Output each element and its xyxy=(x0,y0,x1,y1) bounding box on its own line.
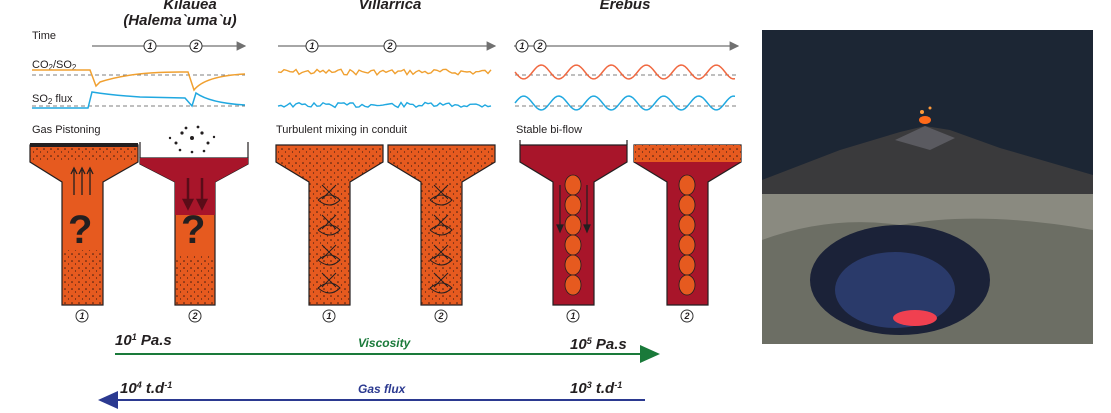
viscosity-label: Viscosity xyxy=(358,336,411,350)
erebus-mechanism: Stable bi-flow xyxy=(516,124,583,136)
so2-flux-sub: 2 xyxy=(47,97,53,106)
villarrica-title: Villarrica xyxy=(358,0,422,13)
gas-slug xyxy=(564,174,582,196)
marker-number: 1 xyxy=(519,41,525,51)
viscosity-right: 105 Pa.s xyxy=(570,336,627,353)
marker-number: 1 xyxy=(79,311,85,321)
marker-number: 1 xyxy=(309,41,315,51)
marker-number: 2 xyxy=(192,311,198,321)
erebus-conduit-1 xyxy=(519,140,628,306)
so2-flux-rest: flux xyxy=(52,93,73,105)
gas-slug xyxy=(678,254,696,276)
co2-so2-row-label: CO2/SO2 xyxy=(32,59,76,72)
villarrica-conduit-1 xyxy=(275,144,384,306)
marker-number: 1 xyxy=(570,311,576,321)
kilauea-so2-trace xyxy=(32,91,246,109)
reference-dashes xyxy=(32,74,738,107)
gas-slug xyxy=(564,234,582,256)
villarrica-conduit-2 xyxy=(387,144,496,306)
conduit-markers xyxy=(75,309,694,323)
erebus-co2-trace xyxy=(514,64,736,80)
marker-number: 2 xyxy=(684,311,690,321)
gas-slug xyxy=(564,214,582,236)
gas-slug xyxy=(678,194,696,216)
marker-number: 1 xyxy=(147,41,153,51)
kilauea-subtitle: (Halema`uma`u) xyxy=(123,12,237,29)
gas-slug xyxy=(678,174,696,196)
kilauea-conduit-1 xyxy=(29,143,139,306)
gas-slug xyxy=(678,274,696,296)
gas-slug xyxy=(564,194,582,216)
villarrica-so2-trace xyxy=(277,101,492,109)
kilauea-conduit-2 xyxy=(139,125,249,306)
kilauea-title: Kilauea xyxy=(163,0,217,13)
so2-flux-row-label: SO2 flux xyxy=(32,93,73,106)
kilauea-conduit-1-unknown: ? xyxy=(68,208,93,252)
gas-flux-label: Gas flux xyxy=(358,382,406,396)
erebus-so2-trace xyxy=(514,95,736,111)
erebus-title: Erebus xyxy=(599,0,651,13)
time-axis-kilauea xyxy=(92,39,247,53)
kilauea-conduit-2-unknown: ? xyxy=(181,208,206,252)
co2-sub: 2 xyxy=(48,63,53,72)
time-row-label: Time xyxy=(32,30,57,42)
villarrica-mechanism: Turbulent mixing in conduit xyxy=(276,124,408,136)
viscosity-arrow xyxy=(115,345,660,363)
marker-number: 2 xyxy=(193,41,199,51)
so2-text: /SO xyxy=(52,59,72,71)
volcano-photos xyxy=(762,30,1093,344)
marker-number: 1 xyxy=(326,311,332,321)
time-axis-erebus xyxy=(514,39,740,53)
gas-flux-arrow xyxy=(98,391,645,409)
gas-slug xyxy=(564,254,582,276)
gas-slug xyxy=(678,234,696,256)
gas-slug xyxy=(678,214,696,236)
erebus-conduit-2 xyxy=(633,144,742,306)
time-axis-villarrica xyxy=(278,39,497,53)
marker-number: 2 xyxy=(438,311,444,321)
gas-slug xyxy=(564,274,582,296)
gas-flux-right: 103 t.d-1 xyxy=(570,380,623,397)
kilauea-co2-trace xyxy=(32,69,246,92)
kilauea-mechanism: Gas Pistoning xyxy=(32,124,101,136)
marker-number: 2 xyxy=(387,41,393,51)
so2-sub: 2 xyxy=(71,63,77,72)
marker-number: 2 xyxy=(537,41,543,51)
gas-flux-left: 104 t.d-1 xyxy=(120,380,173,397)
so2-flux-main: SO xyxy=(32,93,48,105)
co2-text: CO xyxy=(32,59,49,71)
villarrica-co2-trace xyxy=(277,68,492,77)
burst-icon xyxy=(168,125,216,154)
viscosity-left: 101 Pa.s xyxy=(115,332,172,349)
